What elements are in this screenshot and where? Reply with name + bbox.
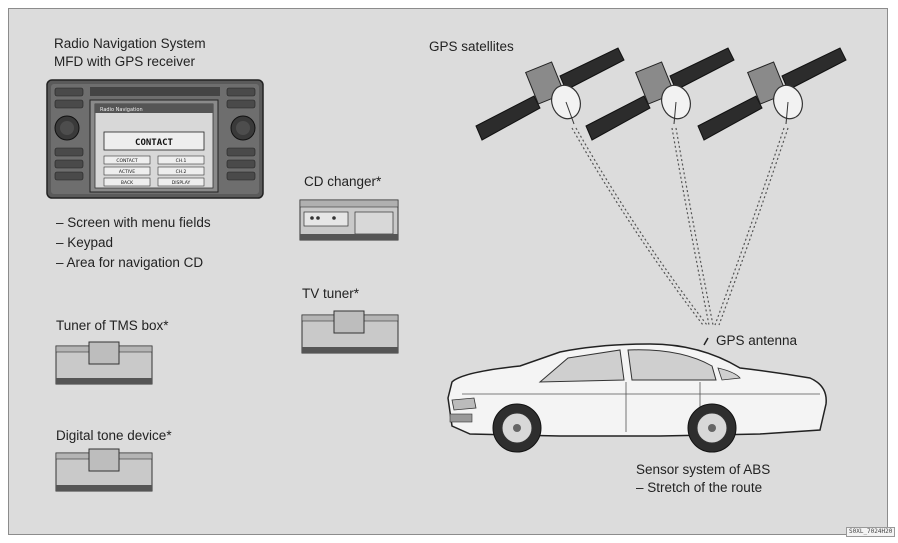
tv-tuner-box	[301, 310, 399, 354]
right-knob	[230, 115, 256, 141]
feature-keypad: – Keypad	[56, 235, 114, 250]
menu-field-button[interactable]	[103, 155, 151, 165]
menu-field-button[interactable]	[103, 166, 151, 176]
feature-screen: – Screen with menu fields	[56, 215, 211, 230]
tv-tuner-label: TV tuner*	[302, 286, 360, 301]
keypad-buttons	[54, 87, 256, 181]
sensor-line1: Sensor system of ABS	[636, 462, 771, 477]
menu-field-label: BACK	[121, 180, 134, 186]
tms-label: Tuner of TMS box*	[56, 318, 169, 333]
radio-navigation-unit: Radio Navigation CONTACT CONTACT CH.1 AC…	[46, 79, 264, 199]
gps-satellites-label: GPS satellites	[429, 39, 514, 54]
gps-antenna-label: GPS antenna	[716, 333, 798, 348]
menu-field-label: CH.1	[176, 158, 187, 164]
menu-field-label: CH.2	[176, 169, 187, 175]
menu-field-button[interactable]	[157, 177, 205, 187]
radio-title-line2: MFD with GPS receiver	[54, 54, 196, 69]
menu-field-label: CONTACT	[116, 158, 138, 164]
menu-field-button[interactable]	[157, 166, 205, 176]
rear-wheel	[687, 403, 737, 453]
gps-satellite-1	[475, 47, 625, 141]
menu-field-label: DISPLAY	[172, 180, 191, 186]
gps-signal-waves	[571, 127, 789, 326]
figure-code: S0XL_7024H20	[846, 527, 896, 537]
tms-tuner-box	[55, 341, 153, 385]
menu-field-label: ACTIVE	[119, 169, 135, 175]
sensor-line2: – Stretch of the route	[636, 480, 763, 495]
menu-field-button[interactable]	[157, 155, 205, 165]
cd-changer	[299, 199, 399, 241]
feature-cd-area: – Area for navigation CD	[56, 255, 204, 270]
menu-field-button[interactable]	[103, 177, 151, 187]
left-knob	[54, 115, 80, 141]
front-wheel	[492, 403, 542, 453]
menu-fields: CONTACT CH.1 ACTIVE CH.2 BACK DISPLAY	[103, 155, 205, 187]
radio-title-line1: Radio Navigation System	[54, 36, 206, 51]
gps-satellite-2	[585, 47, 735, 141]
screen-title: CONTACT	[135, 138, 174, 148]
digital-tone-label: Digital tone device*	[56, 428, 172, 443]
gps-antenna	[703, 337, 709, 346]
cd-changer-label: CD changer*	[304, 174, 382, 189]
screen-header: Radio Navigation	[100, 107, 143, 113]
gps-satellite-3	[697, 47, 847, 141]
car	[447, 337, 827, 453]
digital-tone-device	[55, 448, 153, 492]
